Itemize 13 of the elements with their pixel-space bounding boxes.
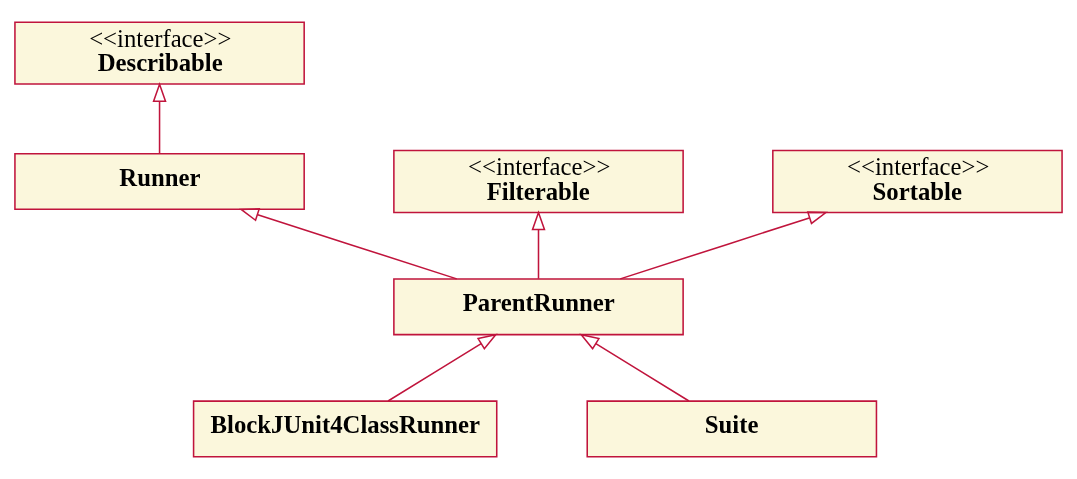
node-box: Runner bbox=[14, 152, 305, 211]
arrow bbox=[387, 333, 498, 402]
node-box: BlockJUnit4ClassRunner bbox=[192, 400, 498, 458]
arrow bbox=[579, 333, 690, 402]
node-box: <<interface>> Sortable bbox=[772, 149, 1063, 214]
arrow bbox=[531, 210, 546, 280]
arrow bbox=[619, 211, 829, 280]
arrow bbox=[152, 81, 167, 155]
node-box: ParentRunner bbox=[393, 278, 684, 336]
arrow bbox=[238, 208, 458, 280]
node-box: <<interface>> Filterable bbox=[393, 149, 684, 214]
node-box: Suite bbox=[586, 400, 878, 458]
node-box: <<interface>> Describable bbox=[14, 21, 305, 85]
